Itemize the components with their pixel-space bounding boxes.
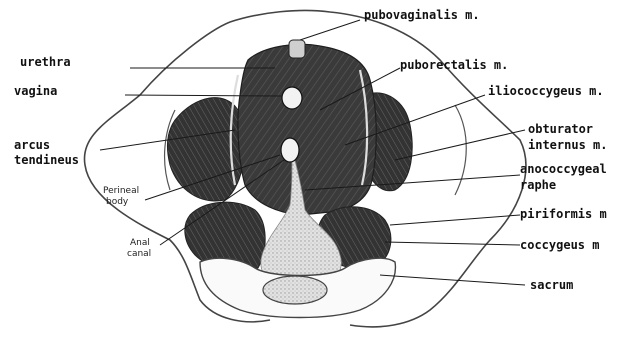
label-canal: canal: [127, 249, 151, 260]
label-raphe: raphe: [520, 178, 556, 192]
label-sacrum: sacrum: [530, 278, 573, 292]
anal-canal-opening: [281, 138, 299, 162]
sacral-canal: [263, 276, 327, 304]
label-tendineus: tendineus: [14, 153, 79, 167]
label-body: body: [106, 197, 128, 208]
label-anal: Anal: [130, 238, 150, 249]
label-perineal: Perineal: [103, 186, 139, 197]
label-anococcygeal: anococcygeal: [520, 162, 607, 176]
urethra-opening: [289, 40, 305, 58]
label-iliococcygeus: iliococcygeus m.: [488, 84, 604, 98]
label-obturator: obturator: [528, 122, 593, 136]
label-coccygeus: coccygeus m: [520, 238, 599, 252]
label-urethra: urethra: [20, 55, 71, 69]
vagina-opening: [282, 87, 302, 109]
label-puborectalis: puborectalis m.: [400, 58, 508, 72]
obturator-internus-left: [168, 98, 245, 201]
label-internus: internus m.: [528, 138, 607, 152]
label-vagina: vagina: [14, 84, 57, 98]
label-pubovaginalis: pubovaginalis m.: [364, 8, 480, 22]
label-piriformis: piriformis m: [520, 207, 607, 221]
label-arcus: arcus: [14, 138, 50, 152]
